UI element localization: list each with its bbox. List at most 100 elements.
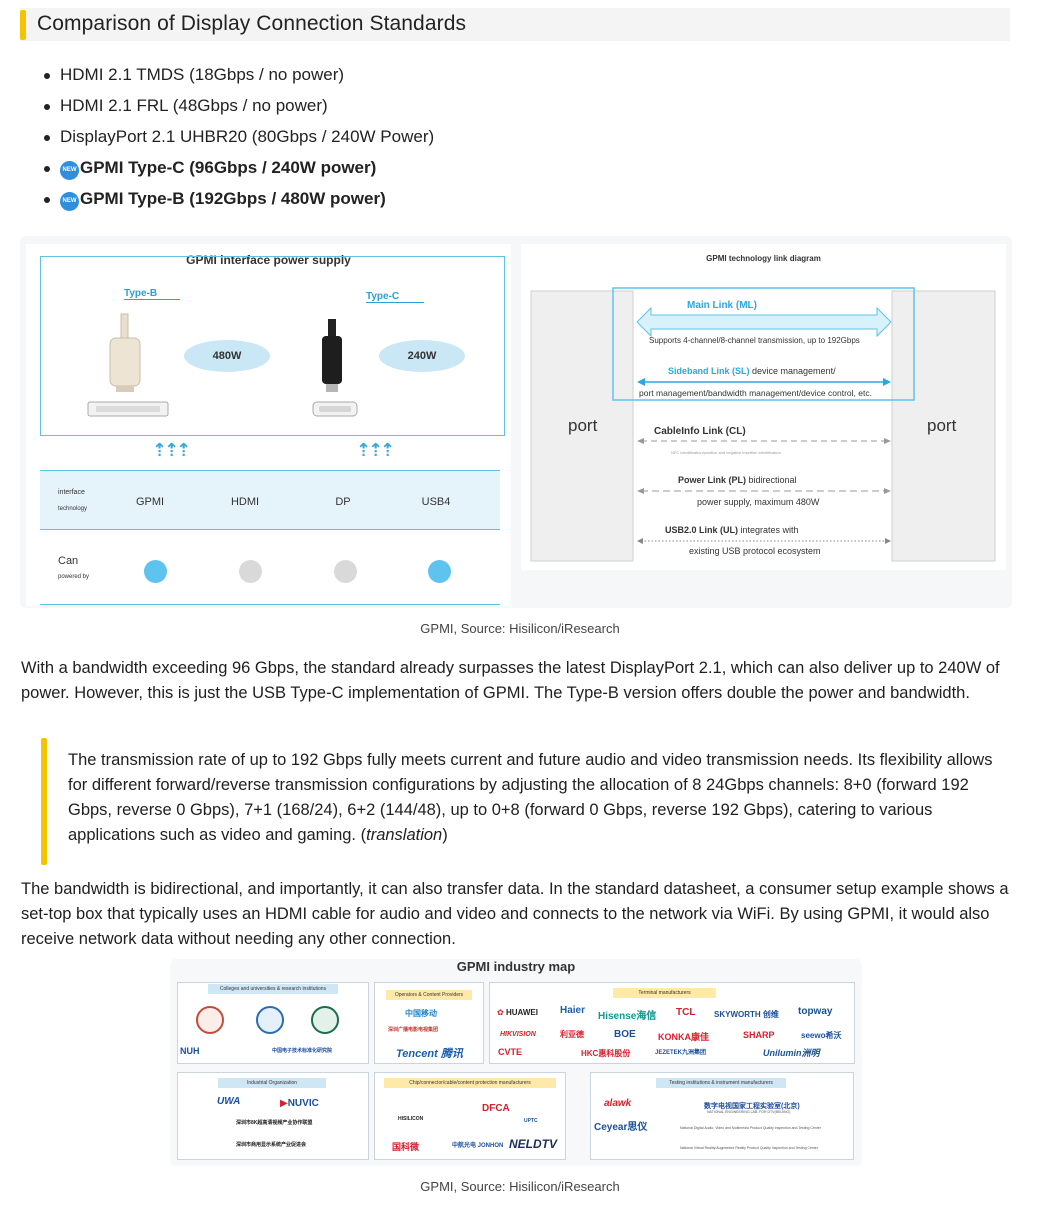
uwa-logo: UWA xyxy=(217,1096,241,1107)
type-b-power: 480W xyxy=(184,340,270,372)
tcl-logo: TCL xyxy=(676,1007,696,1018)
section-accent-bar xyxy=(20,10,26,40)
industry-alliance-logo: 深圳市8K超高清视频产业协作联盟 xyxy=(236,1120,313,1126)
neldtv-logo: NELDTV xyxy=(509,1137,557,1151)
group-label: Colleges and universities & research ins… xyxy=(208,984,338,994)
link-diagram: GPMI technology link diagram port port M… xyxy=(521,244,1006,570)
konka-logo: KONKA康佳 xyxy=(658,1032,709,1042)
topway-logo: topway xyxy=(798,1006,833,1017)
usb-link-desc: existing USB protocol ecosystem xyxy=(689,546,821,556)
hikvision-logo: HIKVISION xyxy=(500,1031,536,1038)
cesi-logo: 中国电子技术标准化研究院 xyxy=(272,1048,333,1054)
usb-link-label: USB2.0 Link (UL) integrates with xyxy=(665,525,799,535)
diagram-title: GPMI technology link diagram xyxy=(706,254,821,263)
uptc-logo: UPTC xyxy=(524,1118,538,1124)
powered-dot xyxy=(334,560,357,583)
link-diagram-graphic xyxy=(530,287,996,562)
figure-caption: GPMI, Source: Hisilicon/iResearch xyxy=(420,621,620,636)
list-item: DisplayPort 2.1 UHBR20 (80Gbps / 240W Po… xyxy=(43,124,434,155)
hisense-logo: Hisense海信 xyxy=(598,1011,657,1022)
power-link-label: Power Link (PL) bidirectional xyxy=(678,475,797,485)
tech-row-label-2: technology xyxy=(58,506,88,512)
guoke-logo: 国科微 xyxy=(392,1142,420,1152)
new-badge-icon: NEW xyxy=(60,161,79,180)
group-label: Chip/connector/cable/content protection … xyxy=(384,1078,556,1088)
unilumin-logo: Unilumin洲明 xyxy=(763,1048,820,1058)
group-label: Terminal manufacturers xyxy=(613,988,716,998)
test-center-2: National Virtual Reality/Augmented Reali… xyxy=(680,1146,819,1150)
tech-gpmi: GPMI xyxy=(135,496,165,508)
up-arrows-icon: ⇡⇡⇡ xyxy=(356,440,395,460)
nuh-logo: NUH xyxy=(180,1046,200,1056)
powered-by-label: powered by xyxy=(58,574,90,580)
section-header: Comparison of Display Connection Standar… xyxy=(20,8,1010,41)
power-link-desc: power supply, maximum 480W xyxy=(697,497,820,507)
type-c-label: Type-C xyxy=(366,291,424,303)
cvte-logo: CVTE xyxy=(498,1047,523,1057)
figure-caption: GPMI, Source: Hisilicon/iResearch xyxy=(420,1179,620,1194)
ceyear-logo: Ceyear思仪 xyxy=(594,1122,648,1133)
cableinfo-link-label: CableInfo Link (CL) xyxy=(654,426,746,437)
jonhon-logo: 中航光电 JONHON xyxy=(452,1143,504,1149)
power-supply-diagram: GPMI interface power supply Type-B Type-… xyxy=(26,244,511,606)
lab-logo: 数字电视国家工程实验室(北京) xyxy=(704,1103,800,1110)
paragraph: With a bandwidth exceeding 96 Gbps, the … xyxy=(21,659,1000,702)
haier-logo: Haier xyxy=(560,1005,586,1016)
tech-row-label: interface xyxy=(58,489,85,496)
tech-usb4: USB4 xyxy=(421,496,451,508)
group-label: Testing institutions & instrument manufa… xyxy=(656,1078,786,1088)
tech-dp: DP xyxy=(335,496,351,508)
type-c-connector-icon xyxy=(312,319,358,417)
blockquote: The transmission rate of up to 192 Gbps … xyxy=(68,751,993,844)
powered-dot xyxy=(144,560,167,583)
tencent-logo: Tencent 腾讯 xyxy=(396,1048,463,1060)
quote-accent-bar xyxy=(41,738,47,865)
skyworth-logo: SKYWORTH 创维 xyxy=(714,1010,779,1019)
port-label-right: port xyxy=(927,416,957,435)
industry-association-logo: 深圳市商用显示系统产业促进会 xyxy=(236,1142,307,1148)
list-item: HDMI 2.1 FRL (48Gbps / no power) xyxy=(43,93,434,124)
powered-dot xyxy=(239,560,262,583)
sideband-desc: port management/bandwidth management/dev… xyxy=(639,388,872,398)
list-item: HDMI 2.1 TMDS (18Gbps / no power) xyxy=(43,62,434,93)
section-title: Comparison of Display Connection Standar… xyxy=(37,12,467,35)
main-link-label: Main Link (ML) xyxy=(687,300,757,311)
hisilicon-logo: HISILICON xyxy=(398,1116,424,1122)
hkc-logo: HKC惠科股份 xyxy=(581,1049,631,1058)
tech-row xyxy=(40,470,500,530)
main-link-desc: Supports 4-channel/8-channel transmissio… xyxy=(649,336,860,345)
type-b-connector-icon xyxy=(87,313,169,417)
sideband-link-label: Sideband Link (SL) device management/ xyxy=(668,366,836,376)
boe-logo: BOE xyxy=(614,1029,636,1040)
alawk-logo: alawk xyxy=(604,1098,632,1109)
new-badge-icon: NEW xyxy=(60,192,79,211)
industry-map-title: GPMI industry map xyxy=(456,959,576,974)
tech-hdmi: HDMI xyxy=(230,496,260,508)
test-center-1: National Digital Audio, Video and Multim… xyxy=(680,1126,821,1130)
type-c-power: 240W xyxy=(379,340,465,372)
cmcc-logo: 中国移动 xyxy=(405,1009,437,1018)
can-label: Can xyxy=(58,555,79,567)
smg-logo: 深圳广播电影电视集团 xyxy=(388,1027,439,1033)
divider xyxy=(40,604,500,605)
nuvic-logo: ▶NUVIC xyxy=(280,1098,319,1109)
sharp-logo: SHARP xyxy=(743,1030,775,1040)
university-seal-icon xyxy=(256,1006,284,1034)
paragraph: The bandwidth is bidirectional, and impo… xyxy=(21,880,1009,948)
seewo-logo: seewo希沃 xyxy=(801,1031,842,1040)
type-b-label: Type-B xyxy=(124,288,180,300)
university-seal-icon xyxy=(311,1006,339,1034)
powered-dot xyxy=(428,560,451,583)
lijiade-logo: 利亚德 xyxy=(560,1030,584,1039)
group-label: Operators & Content Providers xyxy=(386,990,472,1000)
university-seal-icon xyxy=(196,1006,224,1034)
group-label: Industrial Organization xyxy=(218,1078,326,1088)
port-label-left: port xyxy=(568,416,598,435)
dfca-logo: DFCA xyxy=(482,1103,510,1114)
standards-list: HDMI 2.1 TMDS (18Gbps / no power) HDMI 2… xyxy=(43,62,434,217)
lab-logo-en: NATIONAL ENGINEERING LAB. FOR DTV(BEIJIN… xyxy=(707,1110,791,1114)
jezetek-logo: JEZETEK九洲集团 xyxy=(655,1050,707,1056)
up-arrows-icon: ⇡⇡⇡ xyxy=(152,440,191,460)
